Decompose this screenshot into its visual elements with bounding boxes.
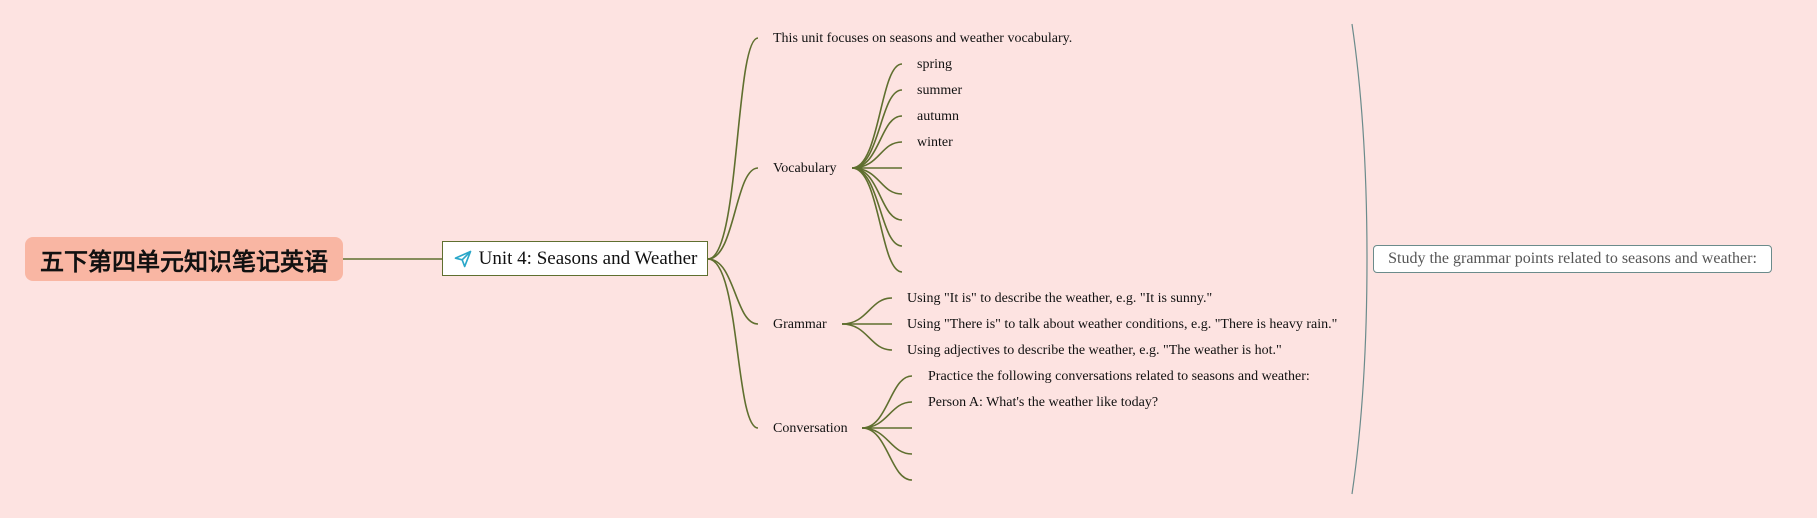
root-node[interactable]: 五下第四单元知识笔记英语 <box>25 237 343 281</box>
paper-plane-icon <box>453 249 473 269</box>
vocab-item[interactable]: spring <box>917 57 952 72</box>
grammar-item[interactable]: Using adjectives to describe the weather… <box>907 343 1282 358</box>
main-topic-title: Unit 4: Seasons and Weather <box>478 247 698 269</box>
connector-intro <box>707 37 759 260</box>
vocab-item[interactable]: summer <box>917 83 963 98</box>
conversation-node[interactable]: Conversation <box>773 421 848 436</box>
vocabulary-node[interactable]: Vocabulary <box>773 161 837 176</box>
connector-grammar-3 <box>841 323 893 351</box>
root-title: 五下第四单元知识笔记英语 <box>40 247 328 276</box>
connector-conv-1 <box>861 375 913 429</box>
summary-label: Study the grammar points related to seas… <box>1388 250 1757 267</box>
summary-node[interactable]: Study the grammar points related to seas… <box>1373 245 1772 273</box>
connector-vocab-1 <box>851 63 903 169</box>
summary-bracket <box>1351 23 1368 495</box>
connector-vocab-3 <box>851 115 903 169</box>
connector-grammar <box>707 258 759 325</box>
grammar-item[interactable]: Using "There is" to talk about weather c… <box>907 317 1338 332</box>
grammar-node[interactable]: Grammar <box>773 317 827 332</box>
vocab-item[interactable]: autumn <box>917 109 959 124</box>
main-topic-node[interactable]: Unit 4: Seasons and Weather <box>442 241 708 276</box>
conversation-item[interactable]: Practice the following conversations rel… <box>928 369 1310 384</box>
connector-conversation <box>707 258 759 429</box>
vocab-item[interactable]: winter <box>917 135 953 150</box>
connector-vocab-2 <box>851 89 903 169</box>
connector-conv-5 <box>861 427 913 481</box>
connector-vocabulary <box>707 167 759 260</box>
grammar-item[interactable]: Using "It is" to describe the weather, e… <box>907 291 1213 306</box>
connector-vocab-9 <box>851 167 903 273</box>
conversation-item[interactable]: Person A: What's the weather like today? <box>928 395 1159 410</box>
intro-node[interactable]: This unit focuses on seasons and weather… <box>773 31 1073 46</box>
connector-grammar-1 <box>841 297 893 325</box>
